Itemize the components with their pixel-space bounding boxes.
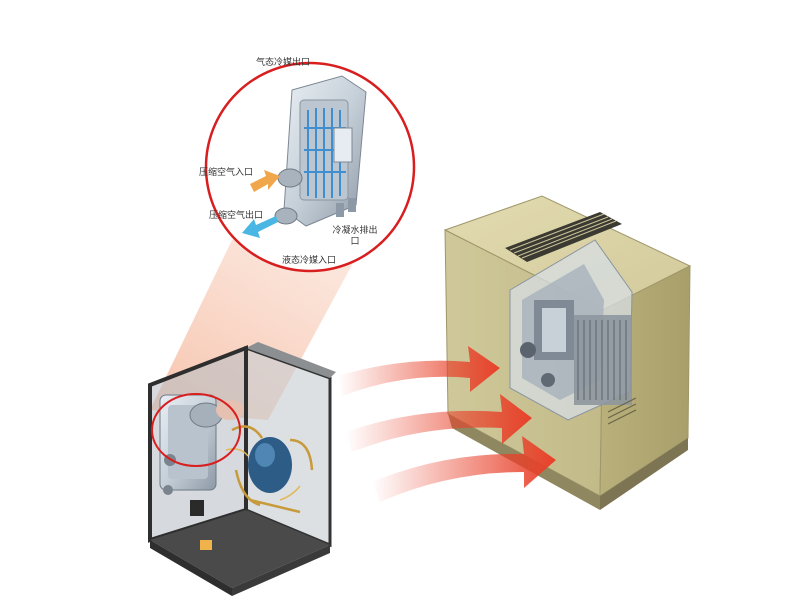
air-inlet-arrow xyxy=(250,170,280,192)
callout xyxy=(204,61,416,273)
flow-arrows xyxy=(338,346,556,502)
dryer-unit xyxy=(148,342,336,596)
label-refrigerant-outlet: 气态冷媒出口 xyxy=(256,58,311,68)
detail-ring xyxy=(151,393,241,467)
flow-arrow-1 xyxy=(338,346,500,396)
side-grille xyxy=(574,315,632,405)
label-refrigerant-inlet: 液态冷媒入口 xyxy=(282,256,337,266)
callout-heat-exchanger xyxy=(274,75,367,227)
label-compressed-air-inlet: 压缩空气入口 xyxy=(199,168,254,178)
air-outlet-arrow xyxy=(242,216,278,238)
label-condensate-drain: 冷凝水排出口 xyxy=(332,226,378,247)
dryer-top-panel xyxy=(246,342,336,378)
cabinet-base-side xyxy=(600,438,688,510)
label-compressed-air-outlet: 压缩空气出口 xyxy=(209,211,264,221)
flow-arrow-2 xyxy=(346,394,532,452)
flow-arrow-3 xyxy=(372,436,556,502)
dryer-base xyxy=(150,510,330,588)
cabinet-unit xyxy=(443,195,692,510)
